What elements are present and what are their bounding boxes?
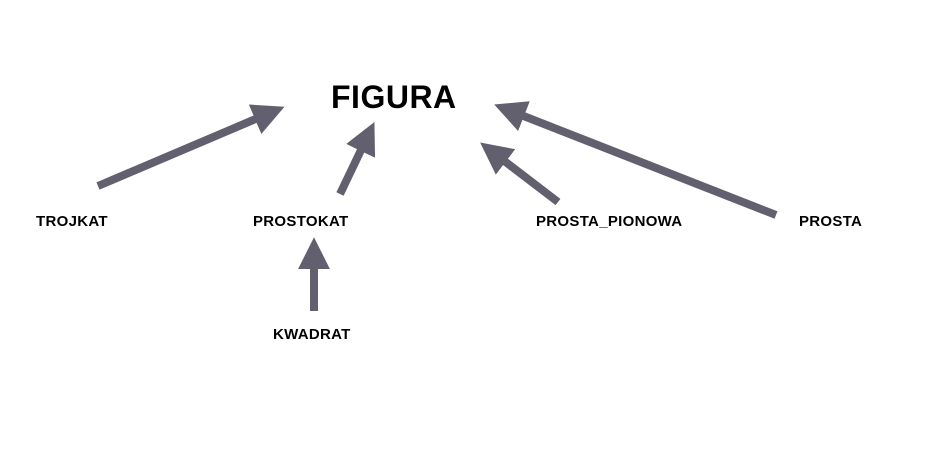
node-figura: FIGURA [331, 79, 457, 115]
node-kwadrat: KWADRAT [273, 326, 351, 343]
node-prosta: PROSTA [799, 213, 863, 230]
arrow-prostokat-to-figura [336, 122, 376, 196]
node-trojkat: TROJKAT [36, 213, 108, 230]
node-prosta-pionowa: PROSTA_PIONOWA [536, 213, 683, 230]
arrow-prosta-to-figura [494, 101, 778, 219]
arrow-prosta-pionowa-to-figura [480, 142, 561, 206]
arrow-trojkat-to-figura [96, 104, 285, 190]
node-prostokat: PROSTOKAT [253, 213, 349, 230]
